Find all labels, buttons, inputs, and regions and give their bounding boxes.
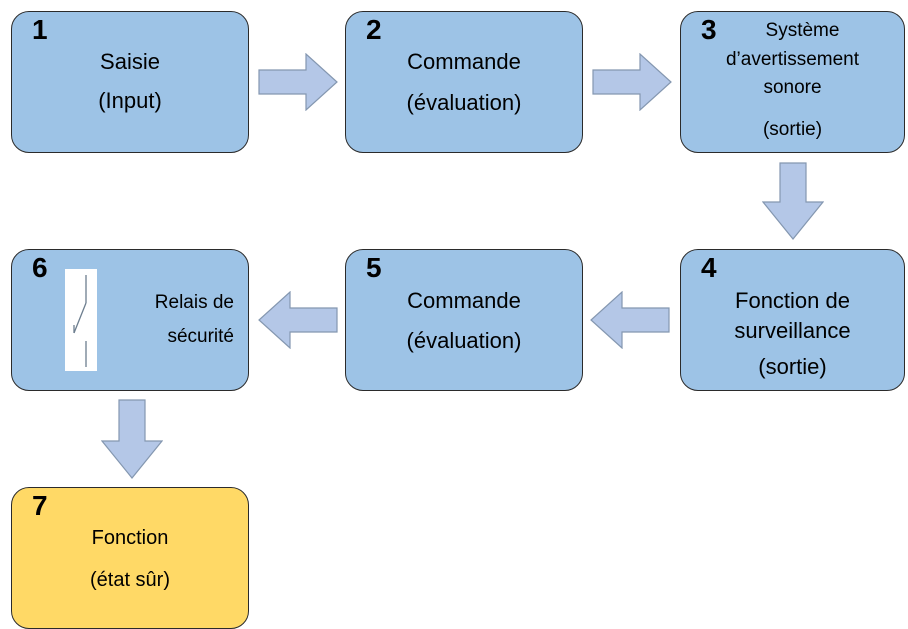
step-number: 7 (32, 490, 48, 521)
step-label-line: (sortie) (758, 354, 827, 379)
step-label-line: Commande (407, 288, 521, 313)
step-label-line: Saisie (100, 49, 160, 74)
step-label-line: sécurité (167, 326, 234, 347)
step-label-line: Fonction de (735, 288, 850, 313)
step-number: 2 (366, 14, 382, 45)
step-7-box: 7 Fonction (état sûr) (11, 487, 249, 629)
step-2-box: 2 Commande (évaluation) (345, 11, 583, 153)
step-label-line: (état sûr) (89, 569, 171, 591)
step-number: 6 (32, 252, 48, 283)
step-label-line: Système (765, 20, 840, 41)
step-label-line: (évaluation) (406, 328, 522, 353)
step-5-box: 5 Commande (évaluation) (345, 249, 583, 391)
step-1-box: 1 Saisie (Input) (11, 11, 249, 153)
step-label-line: d’avertissement (725, 49, 860, 70)
arrow-left-icon (258, 291, 338, 349)
step-label-line: (sortie) (762, 119, 823, 140)
step-number: 3 (701, 14, 717, 45)
step-label-line: sonore (763, 77, 822, 98)
arrow-right-icon (258, 53, 338, 111)
step-label-line: (évaluation) (406, 90, 522, 115)
step-4-box: 4 Fonction de surveillance (sortie) (680, 249, 905, 391)
step-label-line: surveillance (734, 318, 851, 343)
step-number: 4 (701, 252, 717, 283)
step-3-box: 3 Système d’avertissement sonore (sortie… (680, 11, 905, 153)
step-label-line: (Input) (98, 88, 162, 113)
step-label-line: Relais de (154, 292, 234, 313)
step-6-box: 6 Relais de sécurité (11, 249, 249, 391)
arrow-down-icon (101, 399, 163, 479)
arrow-down-icon (762, 162, 824, 240)
arrow-right-icon (592, 53, 672, 111)
relay-switch-icon (65, 269, 97, 371)
step-number: 1 (32, 14, 48, 45)
step-label-line: Commande (407, 49, 521, 74)
step-label-line: Fonction (91, 527, 169, 549)
arrow-left-icon (590, 291, 670, 349)
step-number: 5 (366, 252, 382, 283)
